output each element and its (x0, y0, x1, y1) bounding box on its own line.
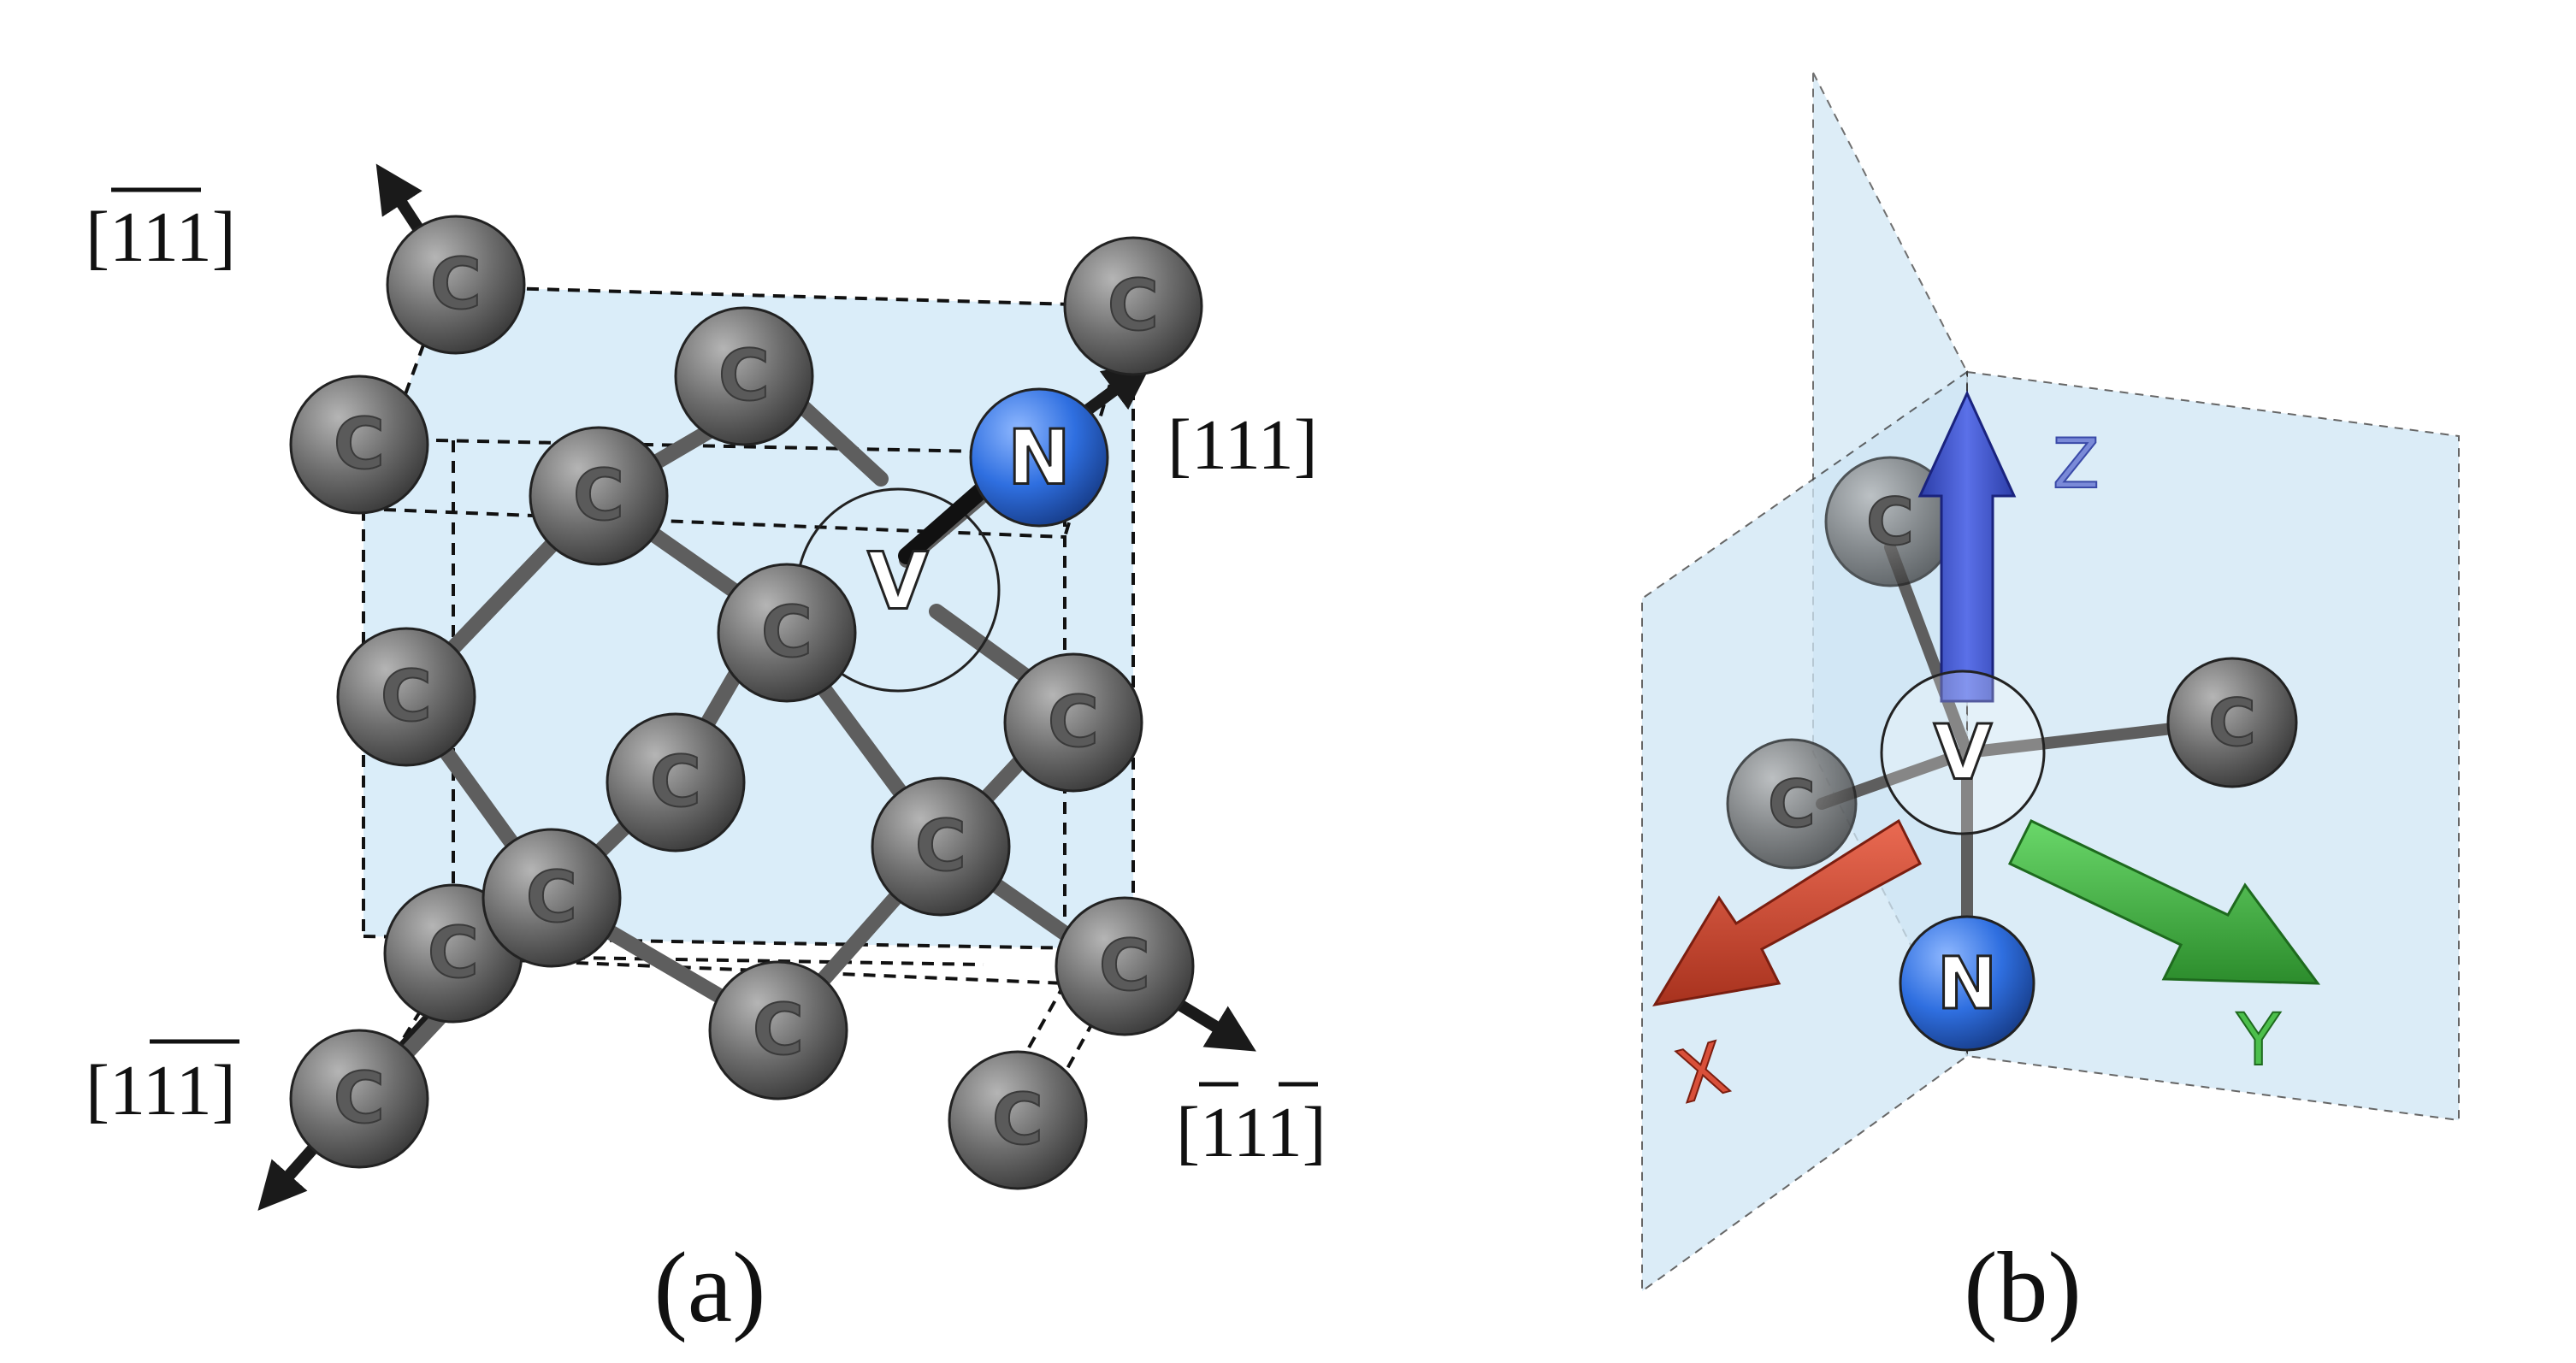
carbon-atom (2166, 657, 2298, 788)
y-axis-arrow (2007, 819, 2321, 985)
carbon-atom (482, 828, 622, 968)
vacancy-label-a: V (867, 536, 928, 628)
carbon-atom (386, 215, 526, 355)
carbon-label: C (334, 404, 385, 486)
vacancy-circle-b (1880, 670, 2046, 835)
carbon-label: C (1768, 766, 1816, 842)
carbon-atom (289, 1029, 429, 1169)
carbon-atom (1726, 738, 1858, 870)
dir-label-upper-left: [111] (86, 198, 236, 277)
nitrogen-label-a: N (1007, 414, 1071, 502)
carbon-atom (529, 426, 669, 566)
panel-a-caption: (a) (654, 1231, 766, 1343)
x-axis-arrow (1652, 818, 1922, 1007)
carbon-label: C (1099, 926, 1150, 1007)
carbon-label: C (573, 456, 624, 537)
carbon-label: C (753, 990, 804, 1071)
carbon-atom (289, 375, 429, 515)
dir-label-111: [111] (1167, 405, 1318, 485)
carbon-atom (717, 563, 857, 703)
nitrogen-atom-b (1899, 915, 2035, 1052)
carbon-label: C (1108, 266, 1159, 347)
carbon-atom (1063, 236, 1203, 376)
nitrogen-label-b: N (1937, 941, 1997, 1025)
carbon-label: C (761, 593, 812, 674)
carbon-atom (336, 627, 476, 767)
carbon-label: C (526, 858, 577, 939)
y-axis-label: Y (2236, 998, 2281, 1082)
carbon-atom (674, 306, 814, 446)
carbon-label: C (915, 806, 966, 888)
carbon-atom (708, 960, 848, 1100)
carbon-label: C (430, 245, 482, 326)
z-axis-label: Z (2053, 424, 2100, 504)
panel-a: C C C C C C C C C C C C C C C C N V [111… (86, 163, 1326, 1343)
carbon-label: C (428, 913, 479, 994)
panel-b: C C C Z X Y V N (b) (1641, 72, 2460, 1343)
carbon-atom (1055, 896, 1195, 1036)
dir-label-lower-right: [111] (1176, 1093, 1326, 1172)
carbon-label: C (718, 336, 770, 417)
carbon-label: C (1048, 682, 1099, 764)
nitrogen-atom-a (969, 387, 1109, 528)
carbon-label: C (2208, 685, 2256, 761)
carbon-atom (948, 1050, 1088, 1190)
carbon-atoms-a (289, 215, 1203, 1190)
carbon-label: C (334, 1059, 385, 1140)
carbon-label: C (381, 657, 432, 738)
carbon-label: C (650, 742, 701, 823)
carbon-label: C (1866, 484, 1914, 560)
carbon-atom (1003, 652, 1143, 793)
vacancy-label-b: V (1934, 709, 1992, 797)
carbon-label: C (992, 1080, 1043, 1161)
carbon-atom (606, 712, 746, 853)
carbon-atom (871, 776, 1011, 917)
panel-b-caption: (b) (1964, 1231, 2082, 1343)
dir-label-lower-left: [111] (86, 1051, 236, 1130)
z-axis-arrow (1917, 390, 2017, 703)
